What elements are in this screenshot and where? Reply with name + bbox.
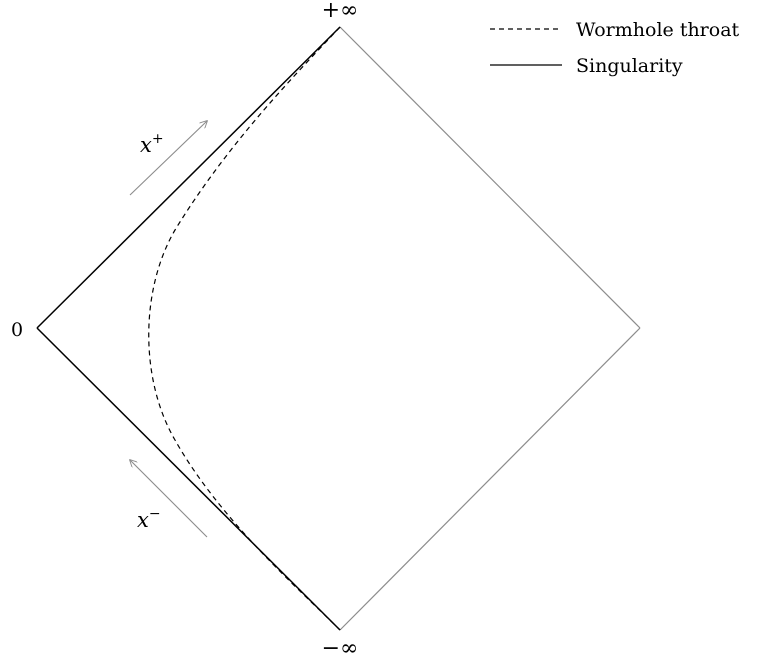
label-x-plus-sup: + <box>152 131 164 147</box>
label-zero: 0 <box>11 319 23 341</box>
boundary-edge-bottom-right <box>339 327 641 631</box>
label-x-minus: x− <box>137 506 161 532</box>
singularity-edge-lower <box>36 327 341 631</box>
legend-throat-label: Wormhole throat <box>576 19 740 41</box>
label-x-plus: x+ <box>140 131 164 157</box>
singularity-edge-upper <box>36 26 341 329</box>
label-x-plus-base: x <box>140 133 152 157</box>
legend: Wormhole throat Singularity <box>490 19 740 77</box>
wormhole-throat-curve <box>148 26 341 631</box>
label-x-minus-base: x <box>137 508 149 532</box>
label-x-minus-sup: − <box>149 506 161 522</box>
x-minus-arrow <box>130 460 208 538</box>
x-plus-arrow <box>129 121 207 196</box>
legend-singularity-label: Singularity <box>576 55 683 77</box>
label-plus-infinity: +∞ <box>322 0 359 23</box>
boundary-edge-top-right <box>339 26 641 329</box>
label-minus-infinity: −∞ <box>322 636 359 661</box>
